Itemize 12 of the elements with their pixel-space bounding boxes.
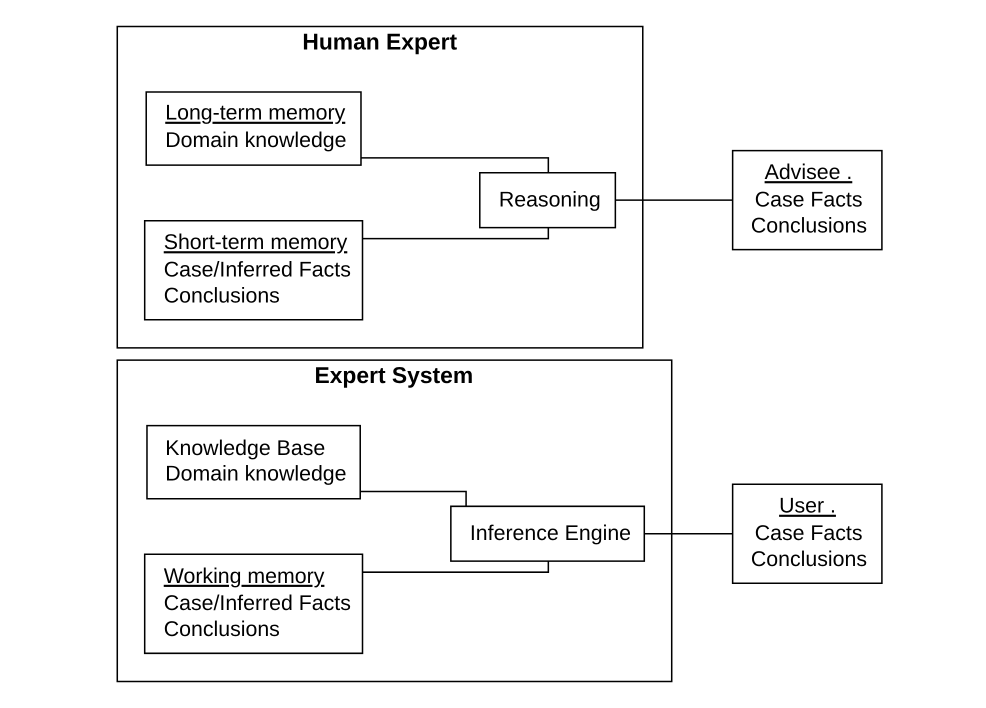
node-box: User . Case Facts Conclusions	[731, 483, 882, 584]
node-box: Long-term memory Domain knowledge	[144, 91, 362, 166]
node-box: Inference Engine	[450, 506, 645, 562]
connector	[644, 532, 732, 534]
node-box: Reasoning	[478, 172, 616, 228]
connector	[362, 228, 549, 240]
node-box: Working memory Case/Inferred Facts Conclusions	[143, 554, 363, 654]
connector	[362, 561, 549, 573]
connector	[615, 199, 732, 201]
node-box: Short-term memory Case/Inferred Facts Conclusions	[143, 220, 363, 320]
node-box: Knowledge Base Domain knowledge	[146, 424, 360, 500]
node-box: Advisee . Case Facts Conclusions	[731, 150, 882, 250]
